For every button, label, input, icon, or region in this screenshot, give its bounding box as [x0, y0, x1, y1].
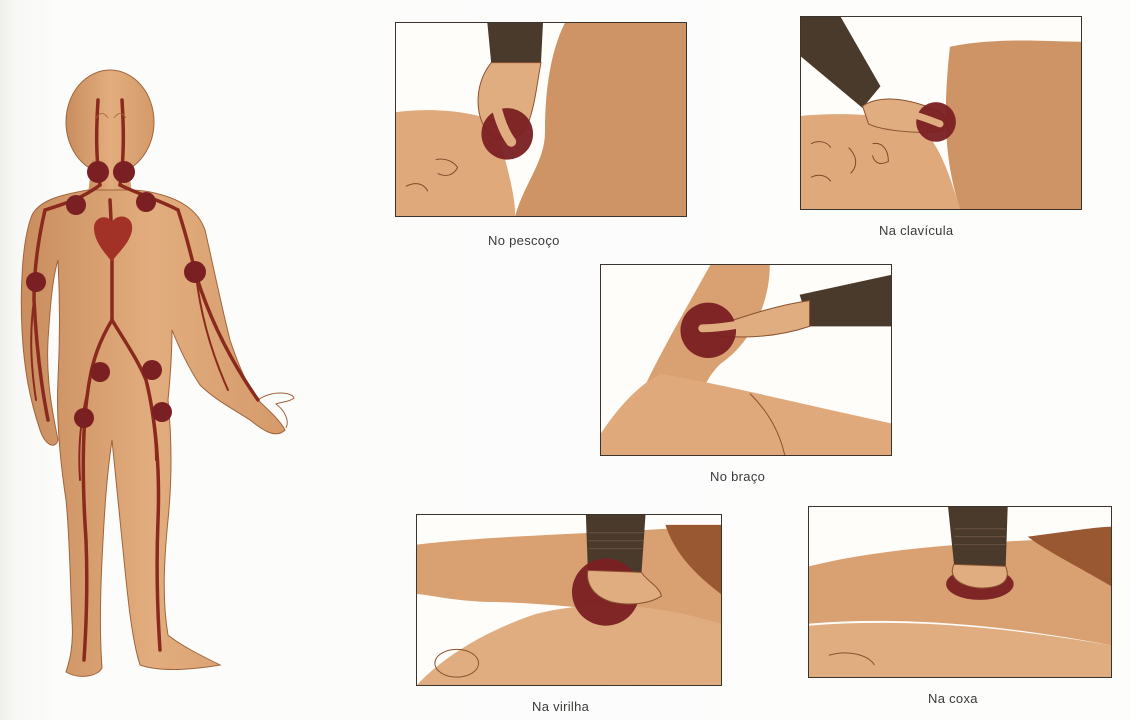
pressure-point-marker — [87, 161, 109, 183]
pressure-point-marker — [26, 272, 46, 292]
panel-arm — [600, 264, 892, 456]
pressure-point-marker — [74, 408, 94, 428]
caption-clavicle: Na clavícula — [879, 223, 953, 238]
pressure-point-marker — [152, 402, 172, 422]
caption-neck: No pescoço — [488, 233, 560, 248]
panel-thigh — [808, 506, 1112, 678]
human-body-artery-diagram — [0, 0, 320, 720]
pressure-point-marker — [66, 195, 86, 215]
body-silhouette — [21, 190, 285, 676]
pressure-point-marker — [184, 261, 206, 283]
caption-thigh: Na coxa — [928, 691, 978, 706]
panel-clavicle — [800, 16, 1082, 210]
pressure-point-marker — [142, 360, 162, 380]
pressure-point-marker — [136, 192, 156, 212]
caption-arm: No braço — [710, 469, 765, 484]
panel-groin — [416, 514, 722, 686]
caption-groin: Na virilha — [532, 699, 589, 714]
panel-neck — [395, 22, 687, 217]
pressure-point-marker — [113, 161, 135, 183]
sleeve — [487, 23, 543, 65]
head — [66, 70, 154, 174]
pressure-point-marker — [90, 362, 110, 382]
